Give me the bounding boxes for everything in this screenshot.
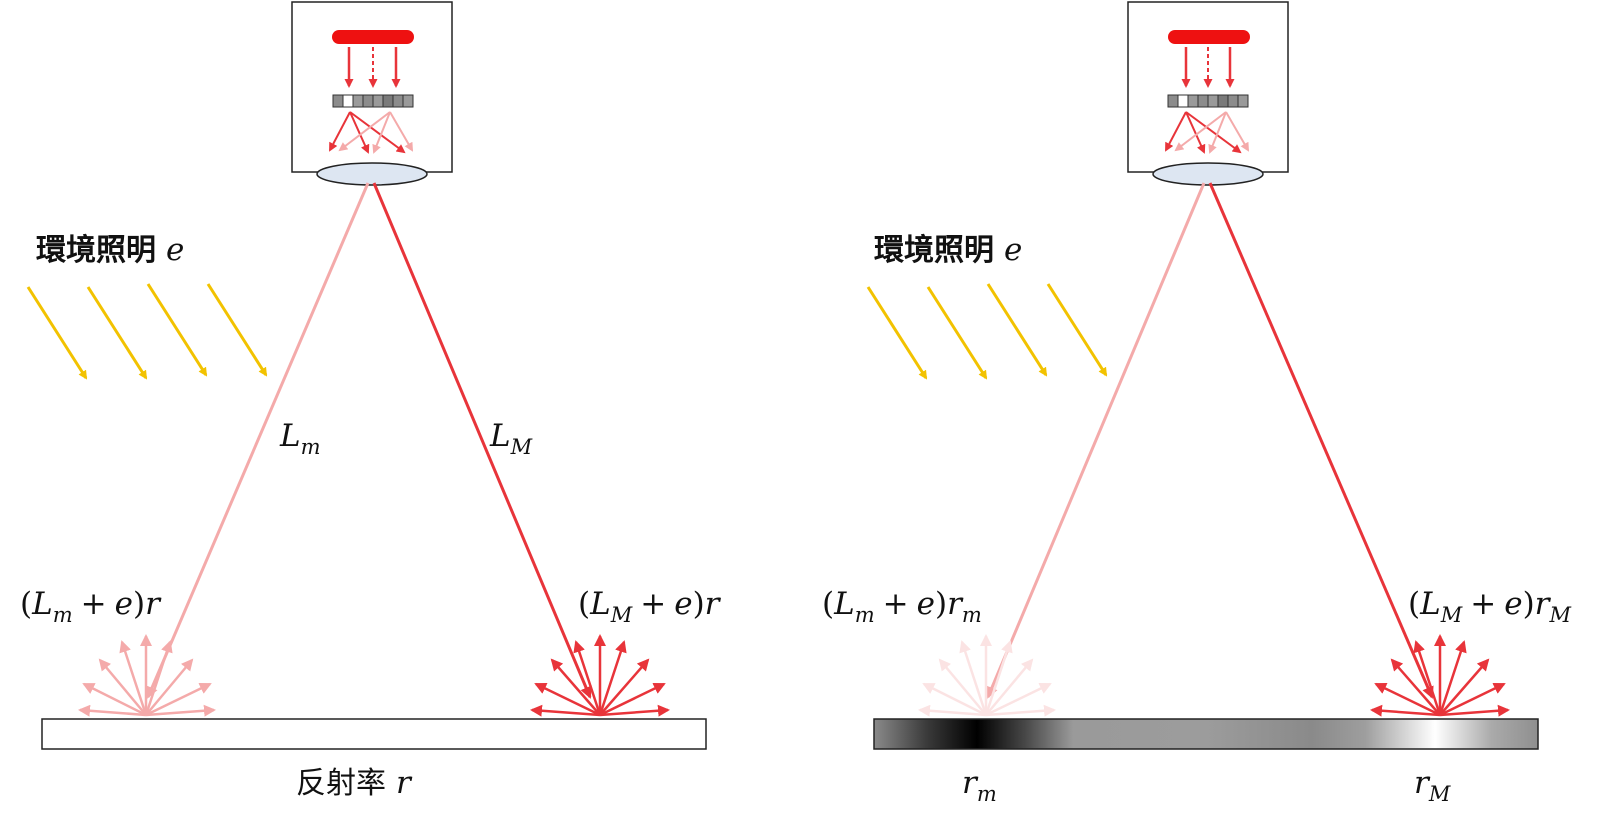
surface-min-label: rm xyxy=(962,765,997,806)
pixel-array-icon xyxy=(1167,94,1249,108)
ambient-label: 環境照明 e xyxy=(36,232,184,268)
reflection-fan-max xyxy=(530,634,670,717)
ambient-light-arrows xyxy=(26,283,268,380)
reflect-max-label: (LM+e)r xyxy=(578,586,722,627)
ambient-label: 環境照明 e xyxy=(874,232,1022,268)
reflection-fan-min xyxy=(78,634,216,717)
reflect-max-label: (LM+e)rM xyxy=(1408,586,1572,627)
ray-max xyxy=(372,182,592,699)
reflect-min-label: (Lm+e)rm xyxy=(822,586,982,627)
ray-min xyxy=(146,182,370,699)
ray-max-label: LM xyxy=(489,418,533,459)
light-source-icon xyxy=(1168,30,1250,44)
projector-icon xyxy=(291,1,453,186)
surface-max-label: rM xyxy=(1414,765,1451,806)
pixel-array-icon xyxy=(332,94,414,108)
ambient-light-arrows xyxy=(866,283,1108,380)
surface-varying xyxy=(873,718,1539,750)
ray-max xyxy=(1208,182,1434,699)
right-panel: 環境照明 e (Lm+e)rm xyxy=(822,1,1572,806)
left-panel: 環境照明 e Lm LM xyxy=(20,1,722,801)
surface-uniform xyxy=(41,718,707,750)
reflection-fan-min xyxy=(918,634,1056,717)
projector-icon xyxy=(1127,1,1289,186)
reflect-min-label: (Lm+e)r xyxy=(20,586,162,627)
ray-min-label: Lm xyxy=(279,418,321,459)
lens-icon xyxy=(316,162,428,186)
lens-icon xyxy=(1152,162,1264,186)
surface-label: 反射率 r xyxy=(296,765,413,801)
ray-min xyxy=(986,182,1206,699)
reflection-fan-max xyxy=(1370,634,1510,717)
light-source-icon xyxy=(332,30,414,44)
